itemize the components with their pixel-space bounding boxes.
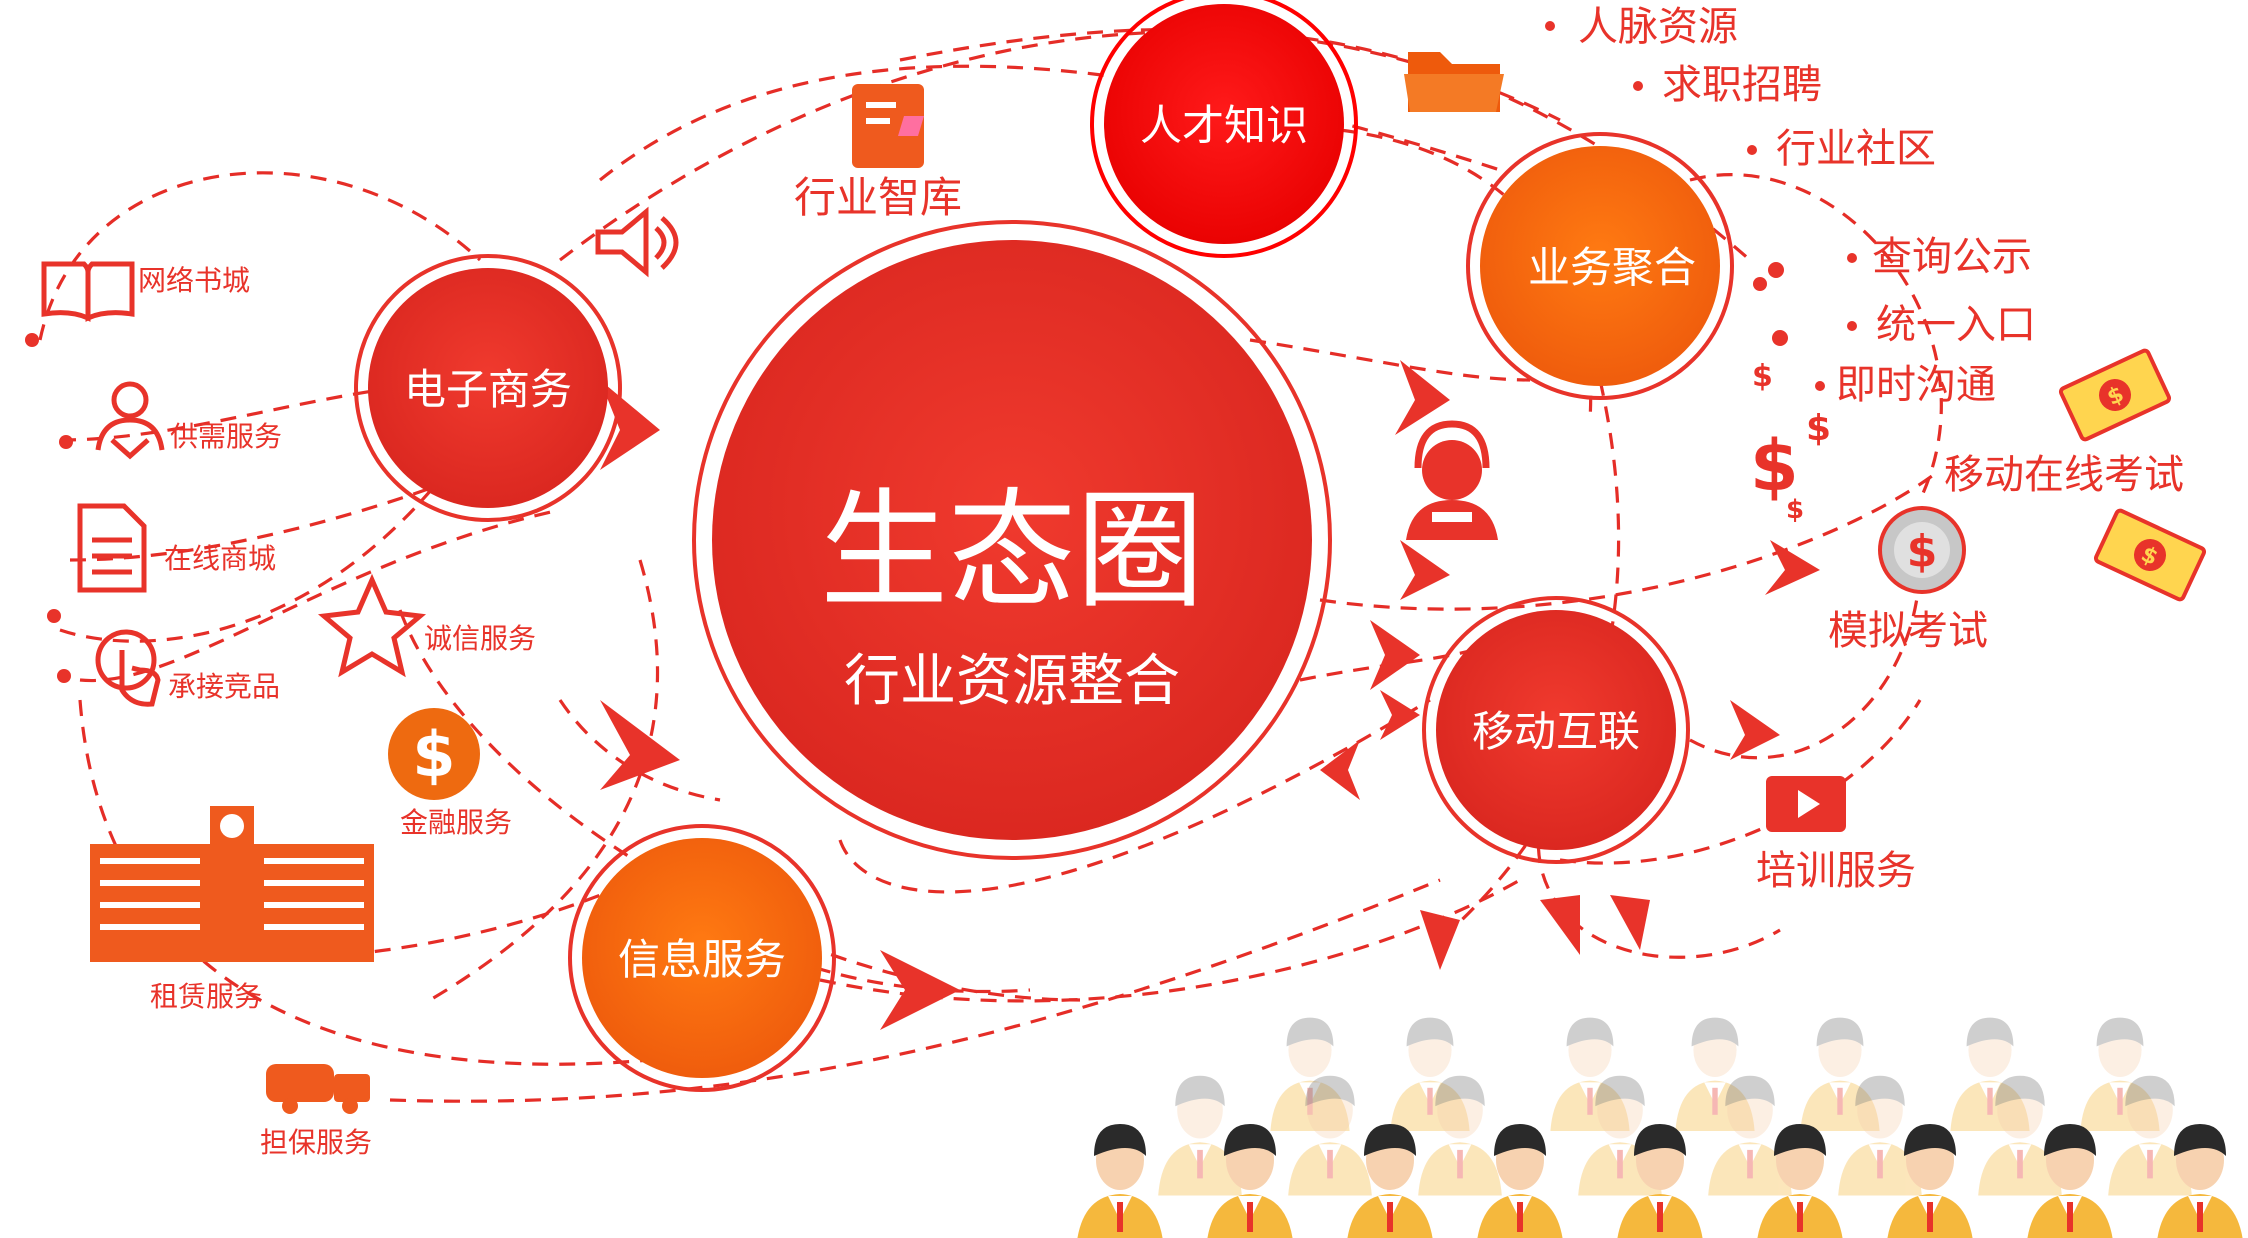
file-icon <box>77 503 147 593</box>
arrow-8 <box>1765 540 1820 595</box>
service-supply: 供需服务 <box>170 420 282 453</box>
hub-info-label: 信息服务 <box>618 935 786 984</box>
think-tank[interactable]: 行业智库 <box>794 84 962 222</box>
crowd-person <box>1077 1124 1163 1238</box>
svg-text:$: $ <box>1786 495 1804 525</box>
arrow-9 <box>880 950 960 1030</box>
hub-business[interactable]: 业务聚合 <box>1466 132 1734 400</box>
item-mobile-exam: 移动在线考试 <box>1944 452 2184 498</box>
arrow-3 <box>1400 540 1450 600</box>
item-network: 人脉资源 <box>1578 4 1738 50</box>
touch-icon <box>95 629 161 707</box>
crowd-person <box>1418 1075 1502 1196</box>
service-mall: 在线商城 <box>164 542 276 575</box>
left-services: 网络书城 供需服务 在线商城 诚信服务 承接竞品 $ <box>41 261 536 1159</box>
right-top-list: 人脉资源 求职招聘 行业社区 查询公示 统一入口 即时沟通 移动在线考试 模拟考… <box>1545 4 2184 894</box>
crowd-person <box>1708 1075 1792 1196</box>
arrow-11 <box>1420 910 1460 970</box>
service-bookstore: 网络书城 <box>138 264 250 297</box>
crowd-illustration <box>1077 1017 2243 1238</box>
arrow-7 <box>1730 700 1780 760</box>
crowd-person <box>2080 1017 2160 1131</box>
coin-icon: $ <box>1878 506 1966 594</box>
folder-icon <box>1404 52 1504 112</box>
svg-text:$: $ <box>1752 359 1773 394</box>
dollar-sign-icon: $ $ $ $ <box>1750 359 1831 525</box>
item-chat: 即时沟通 <box>1836 362 1996 408</box>
crowd-person <box>1477 1124 1563 1238</box>
building-icon <box>90 806 374 962</box>
svg-text:$: $ <box>1806 408 1831 449</box>
crowd-person <box>1800 1017 1880 1131</box>
speaker-icon <box>595 206 679 278</box>
crowd-person <box>2157 1124 2243 1238</box>
service-leasing: 租赁服务 <box>150 980 262 1013</box>
truck-icon <box>266 1064 370 1114</box>
crowd-person <box>1617 1124 1703 1238</box>
svg-text:$: $ <box>1907 526 1938 577</box>
hub-talent-label: 人才知识 <box>1140 101 1308 150</box>
arrow-6 <box>1320 740 1360 800</box>
star-icon <box>317 573 427 678</box>
hub-info[interactable]: 信息服务 <box>568 824 836 1092</box>
book-icon <box>41 261 135 322</box>
center-subtitle: 行业资源整合 <box>844 649 1180 714</box>
headset-agent-icon <box>1406 420 1498 540</box>
dollar-coin-icon: $ <box>388 708 480 800</box>
crowd-person <box>1207 1124 1293 1238</box>
video-play-icon[interactable] <box>1766 776 1846 832</box>
crowd-person <box>2027 1124 2113 1238</box>
item-training: 培训服务 <box>1756 848 1916 894</box>
service-finance: 金融服务 <box>400 806 512 839</box>
service-bidding: 承接竞品 <box>168 670 280 703</box>
arrow-1 <box>600 380 660 470</box>
crowd-person <box>1550 1017 1630 1131</box>
crowd-person <box>1270 1017 1350 1131</box>
crowd-person <box>1887 1124 1973 1238</box>
arrow-10 <box>600 700 680 790</box>
hub-ecommerce[interactable]: 电子商务 <box>354 254 622 522</box>
arrows <box>600 360 1820 1030</box>
money-icon: $ $ <box>2058 348 2207 602</box>
center-title: 生态圈 <box>820 477 1204 626</box>
hub-ecommerce-label: 电子商务 <box>404 365 572 414</box>
crowd-person <box>1950 1017 2030 1131</box>
crowd-person <box>1978 1075 2062 1196</box>
arrow-5 <box>1380 690 1420 740</box>
hub-mobile[interactable]: 移动互联 <box>1422 596 1690 864</box>
crowd-person <box>1675 1017 1755 1131</box>
service-guarantee: 担保服务 <box>260 1126 372 1159</box>
service-integrity: 诚信服务 <box>424 622 536 655</box>
crowd-person <box>1158 1075 1242 1196</box>
svg-text:$: $ <box>1750 425 1799 507</box>
hub-talent[interactable]: 人才知识 <box>1090 0 1358 258</box>
arrow-12 <box>1540 895 1580 955</box>
item-query: 查询公示 <box>1872 234 2032 280</box>
crowd-person <box>1390 1017 1470 1131</box>
arrow-13 <box>1610 895 1650 950</box>
item-mock-exam: 模拟考试 <box>1828 608 1988 654</box>
item-jobs: 求职招聘 <box>1662 62 1822 108</box>
item-community: 行业社区 <box>1776 126 1936 172</box>
item-portal: 统一入口 <box>1876 302 2036 348</box>
crowd-person <box>1288 1075 1372 1196</box>
hub-business-label: 业务聚合 <box>1528 243 1696 292</box>
hub-mobile-label: 移动互联 <box>1472 707 1640 756</box>
decor-dots <box>25 262 1788 683</box>
crowd-person <box>2108 1075 2192 1196</box>
svg-text:$: $ <box>412 718 455 791</box>
crowd-person <box>1838 1075 1922 1196</box>
arrow-4 <box>1370 620 1420 690</box>
center-circle: 生态圈 行业资源整合 <box>692 220 1332 860</box>
think-tank-label: 行业智库 <box>794 173 962 222</box>
crowd-person <box>1757 1124 1843 1238</box>
arrow-2 <box>1395 360 1450 435</box>
crowd-person <box>1347 1124 1433 1238</box>
document-icon <box>852 84 924 168</box>
user-icon <box>95 381 165 460</box>
